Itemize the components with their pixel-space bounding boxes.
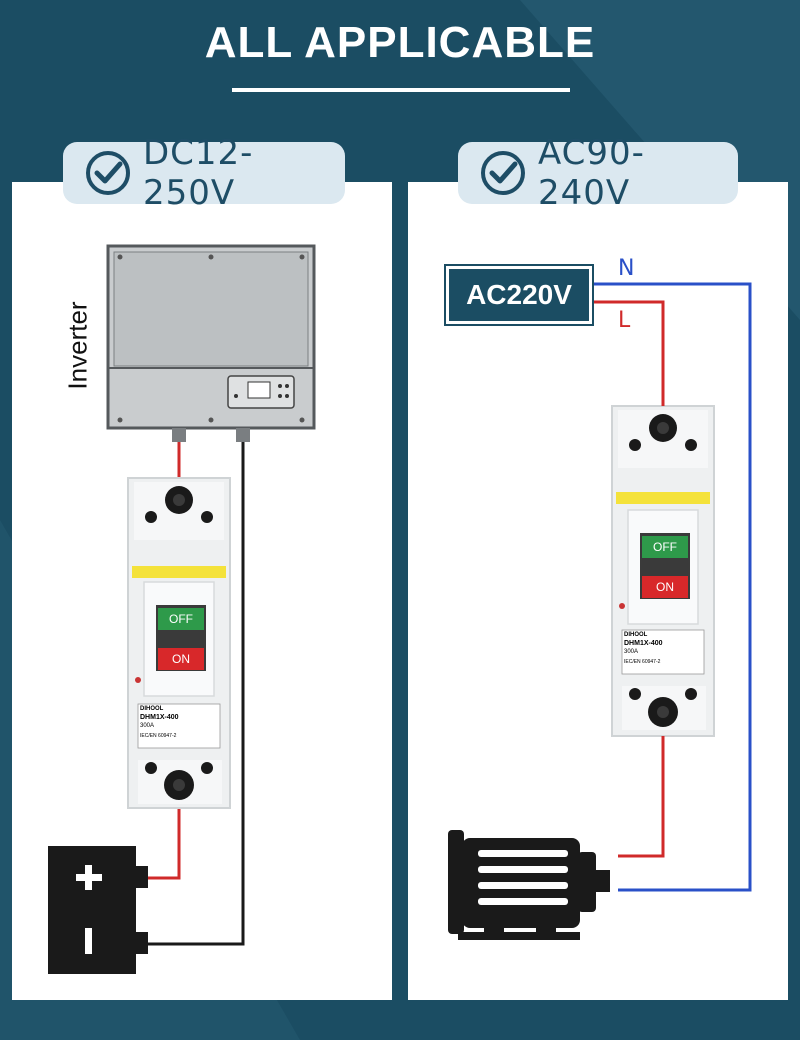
neutral-wire-label: N [618, 256, 635, 281]
ac-breaker-brand: DIHOOL [624, 632, 648, 638]
dc-breaker-rating: 300A [140, 723, 155, 729]
dc-voltage-text: DC12-250V [143, 133, 254, 213]
live-wire-label: L [618, 308, 631, 333]
ac-source-label: AC220V [444, 264, 594, 326]
motor-icon [448, 830, 610, 940]
ac-breaker-model: DHM1X-400 [624, 640, 663, 647]
dc-breaker-on-button[interactable]: ON [172, 652, 190, 666]
dc-voltage-badge: DC12-250V [63, 133, 345, 213]
inverter-unit [106, 244, 316, 442]
check-circle-icon [86, 151, 130, 195]
ac-breaker-on-button[interactable]: ON [656, 580, 674, 594]
dc-breaker-brand: DIHOOL [140, 706, 164, 712]
title-underline [232, 88, 570, 92]
check-circle-icon [481, 151, 525, 195]
dc-circuit-breaker [127, 477, 231, 809]
ac-voltage-text: AC90-240V [538, 133, 645, 213]
ac-circuit-breaker [611, 405, 715, 737]
ac-voltage-badge: AC90-240V [458, 133, 738, 213]
ac-breaker-rating: 300A [624, 649, 639, 655]
ac-breaker-standard: IEC/EN 60947-2 [624, 659, 661, 665]
page-title: ALL APPLICABLE [204, 18, 596, 67]
dc-breaker-standard: IEC/EN 60947-2 [140, 733, 177, 739]
dc-breaker-off-button[interactable]: OFF [169, 612, 193, 626]
dc-breaker-model: DHM1X-400 [140, 714, 179, 721]
ac-breaker-off-button[interactable]: OFF [653, 540, 677, 554]
battery-icon [48, 846, 148, 974]
